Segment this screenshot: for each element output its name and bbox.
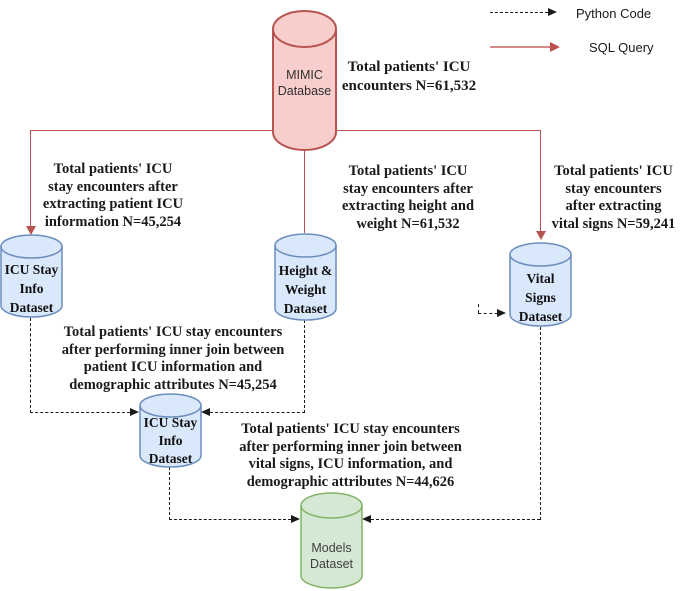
database-cylinder-icon [300, 492, 363, 589]
python-line-icu-right [30, 412, 130, 413]
sql-line-middle-vertical [304, 148, 305, 233]
legend-sql-line [490, 46, 550, 48]
node-mimic-label: MIMIC Database [277, 68, 332, 98]
node-models-dataset: Models Dataset [300, 492, 363, 589]
python-arrowhead-into-join-left [130, 408, 139, 416]
node-height-weight-label: Height & Weight Dataset [278, 263, 333, 316]
python-line-hw-down [304, 320, 305, 413]
node-icu-stay-info-joined-label: ICU Stay Info Dataset [143, 415, 198, 466]
node-icu-stay-info-joined-dataset: ICU Stay Info Dataset [139, 393, 202, 468]
python-line-vitals-left [371, 519, 540, 520]
database-cylinder-icon [0, 234, 63, 318]
python-arrowhead-into-models-right [362, 515, 371, 523]
legend-python-label: Python Code [576, 6, 652, 21]
node-vital-signs-dataset: Vital Signs Dataset [509, 242, 572, 327]
legend-sql-arrow-icon [550, 42, 560, 52]
annotation-after-icu-info: Total patients' ICU stay encounters afte… [42, 161, 184, 230]
node-models-label: Models Dataset [309, 541, 354, 571]
node-mimic-database: MIMIC Database [272, 10, 337, 151]
sql-arrowhead-left [26, 226, 36, 235]
database-cylinder-icon [272, 10, 337, 151]
python-arrowhead-stub [497, 309, 506, 317]
python-line-vitals-down [540, 327, 541, 520]
annotation-inner-join-vitals: Total patients' ICU stay encounters afte… [239, 421, 462, 490]
sql-line-right-vertical [540, 130, 541, 232]
python-line-hw-left [210, 412, 305, 413]
legend-sql-label: SQL Query [589, 40, 654, 55]
python-line-join-down [169, 467, 170, 520]
legend-python-arrow-icon [548, 8, 557, 16]
python-line-join-right [169, 519, 291, 520]
legend-python-line [490, 12, 548, 13]
node-vital-signs-label: Vital Signs Dataset [518, 271, 563, 324]
node-height-weight-dataset: Height & Weight Dataset [274, 233, 337, 321]
annotation-total-encounters: Total patients' ICU encounters N=61,532 [341, 59, 477, 94]
database-cylinder-icon [509, 242, 572, 327]
python-line-stub-vertical [478, 304, 479, 313]
database-cylinder-icon [139, 393, 202, 468]
sql-line-left-vertical [30, 130, 31, 227]
sql-arrowhead-right [536, 231, 546, 240]
annotation-inner-join-demographics: Total patients' ICU stay encounters afte… [61, 324, 285, 393]
database-cylinder-icon [274, 233, 337, 321]
python-line-stub-horizontal [478, 313, 498, 314]
python-line-icu-down [30, 318, 31, 413]
annotation-after-vital-signs: Total patients' ICU stay encounters afte… [551, 163, 676, 232]
annotation-after-height-weight: Total patients' ICU stay encounters afte… [341, 163, 475, 232]
node-icu-stay-info-label: ICU Stay Info Dataset [4, 262, 59, 315]
python-arrowhead-into-join-right [201, 408, 210, 416]
python-arrowhead-into-models-left [291, 515, 300, 523]
node-icu-stay-info-dataset: ICU Stay Info Dataset [0, 234, 63, 318]
